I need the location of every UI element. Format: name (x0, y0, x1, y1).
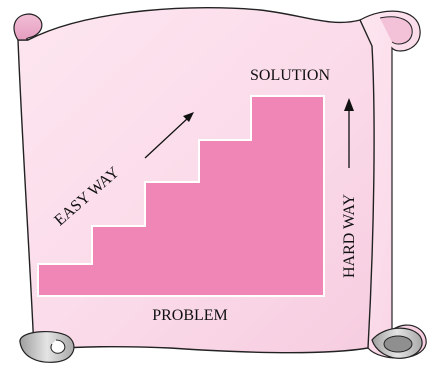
solution-label: SOLUTION (250, 67, 330, 84)
hard-way-arrow (344, 98, 354, 168)
staircase-block (37, 95, 325, 297)
scroll-bottom-left-roll (19, 331, 75, 363)
hard-way-label: HARD WAY (341, 194, 358, 278)
scroll-left-curl (13, 13, 43, 41)
easy-way-arrow (144, 112, 194, 159)
problem-label: PROBLEM (152, 307, 228, 324)
scroll-right-roll (359, 10, 427, 359)
